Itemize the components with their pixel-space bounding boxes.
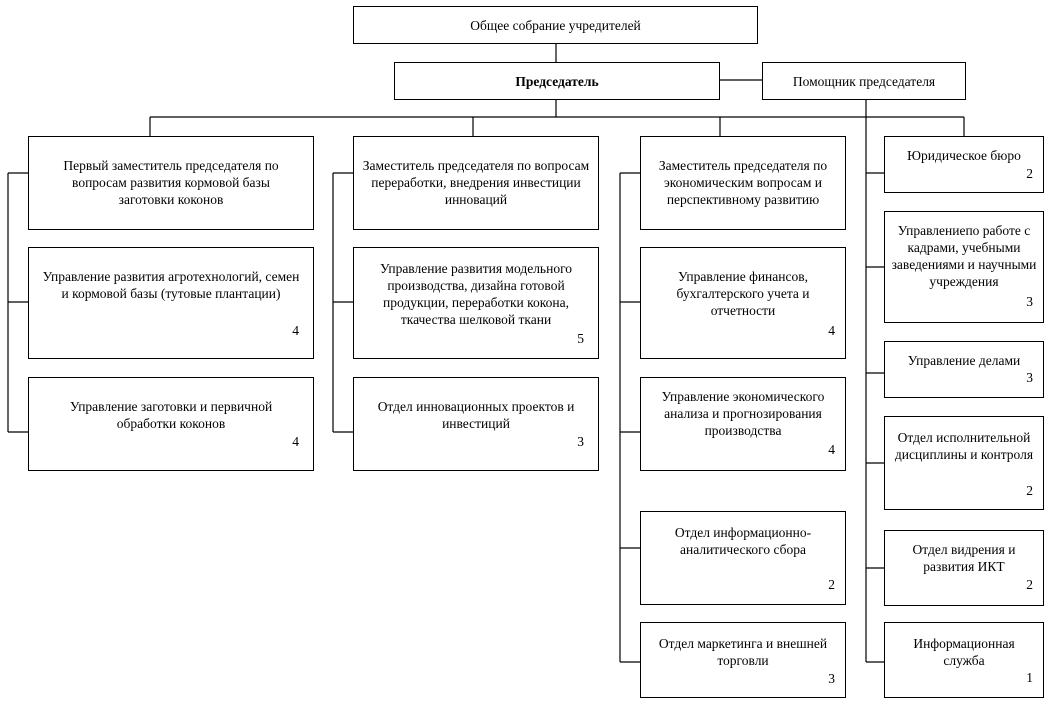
finance-department-box: Управление финансов, бухгалтерского учет… (640, 247, 846, 359)
cocoon-procurement-label: Управление заготовки и первичной обработ… (69, 399, 273, 431)
cocoon-procurement-count: 4 (292, 434, 299, 449)
discipline-control-label: Отдел исполнительной дисциплины и контро… (894, 430, 1034, 462)
economic-analysis-count: 4 (828, 442, 835, 457)
finance-department-label: Управление финансов, бухгалтерского учет… (676, 269, 810, 318)
model-production-count: 5 (577, 331, 584, 346)
legal-bureau-box: Юридическое бюро 2 (884, 136, 1044, 193)
innovation-projects-label: Отдел инновационных проектов и инвестици… (377, 399, 575, 431)
deputy-economics-box: Заместитель председателя по экономически… (640, 136, 846, 230)
legal-bureau-label: Юридическое бюро (907, 148, 1021, 163)
founders-label: Общее собрание учредителей (470, 18, 641, 33)
deputy-economics-label: Заместитель председателя по экономически… (658, 158, 828, 207)
model-production-box: Управление развития модельного производс… (353, 247, 599, 359)
info-analytics-box: Отдел информационно-аналитического сбора… (640, 511, 846, 605)
economic-analysis-label: Управление экономического анализа и прог… (661, 389, 825, 438)
first-deputy-box: Первый заместитель председателя по вопро… (28, 136, 314, 230)
marketing-label: Отдел маркетинга и внешней торговли (658, 636, 828, 668)
hr-department-count: 3 (1026, 294, 1033, 309)
first-deputy-label: Первый заместитель председателя по вопро… (63, 158, 279, 207)
agrotech-department-box: Управление развития агротехнологий, семе… (28, 247, 314, 359)
hr-department-box: Управлениепо работе с кадрами, учебными … (884, 211, 1044, 323)
information-service-label: Информационная служба (913, 636, 1015, 668)
model-production-label: Управление развития модельного производс… (379, 261, 573, 327)
chairman-box: Председатель (394, 62, 720, 100)
affairs-department-box: Управление делами 3 (884, 341, 1044, 398)
marketing-box: Отдел маркетинга и внешней торговли 3 (640, 622, 846, 698)
agrotech-department-count: 4 (292, 323, 299, 338)
deputy-processing-label: Заместитель председателя по вопросам пер… (362, 158, 590, 207)
marketing-count: 3 (828, 671, 835, 686)
innovation-projects-box: Отдел инновационных проектов и инвестици… (353, 377, 599, 471)
deputy-processing-box: Заместитель председателя по вопросам пер… (353, 136, 599, 230)
affairs-department-label: Управление делами (907, 353, 1021, 368)
assistant-label: Помощник председателя (792, 74, 936, 89)
ict-department-box: Отдел видрения и развития ИКТ 2 (884, 530, 1044, 606)
hr-department-label: Управлениепо работе с кадрами, учебными … (891, 223, 1037, 289)
founders-box: Общее собрание учредителей (353, 6, 758, 44)
discipline-control-count: 2 (1026, 483, 1033, 498)
information-service-count: 1 (1026, 670, 1033, 685)
assistant-box: Помощник председателя (762, 62, 966, 100)
agrotech-department-label: Управление развития агротехнологий, семе… (42, 269, 300, 301)
ict-department-label: Отдел видрения и развития ИКТ (912, 542, 1016, 574)
info-analytics-label: Отдел информационно-аналитического сбора (674, 525, 812, 557)
finance-department-count: 4 (828, 323, 835, 338)
legal-bureau-count: 2 (1026, 166, 1033, 181)
economic-analysis-box: Управление экономического анализа и прог… (640, 377, 846, 471)
chairman-label: Председатель (515, 74, 599, 89)
discipline-control-box: Отдел исполнительной дисциплины и контро… (884, 416, 1044, 510)
innovation-projects-count: 3 (577, 434, 584, 449)
affairs-department-count: 3 (1026, 370, 1033, 385)
cocoon-procurement-box: Управление заготовки и первичной обработ… (28, 377, 314, 471)
info-analytics-count: 2 (828, 577, 835, 592)
ict-department-count: 2 (1026, 577, 1033, 592)
information-service-box: Информационная служба 1 (884, 622, 1044, 698)
